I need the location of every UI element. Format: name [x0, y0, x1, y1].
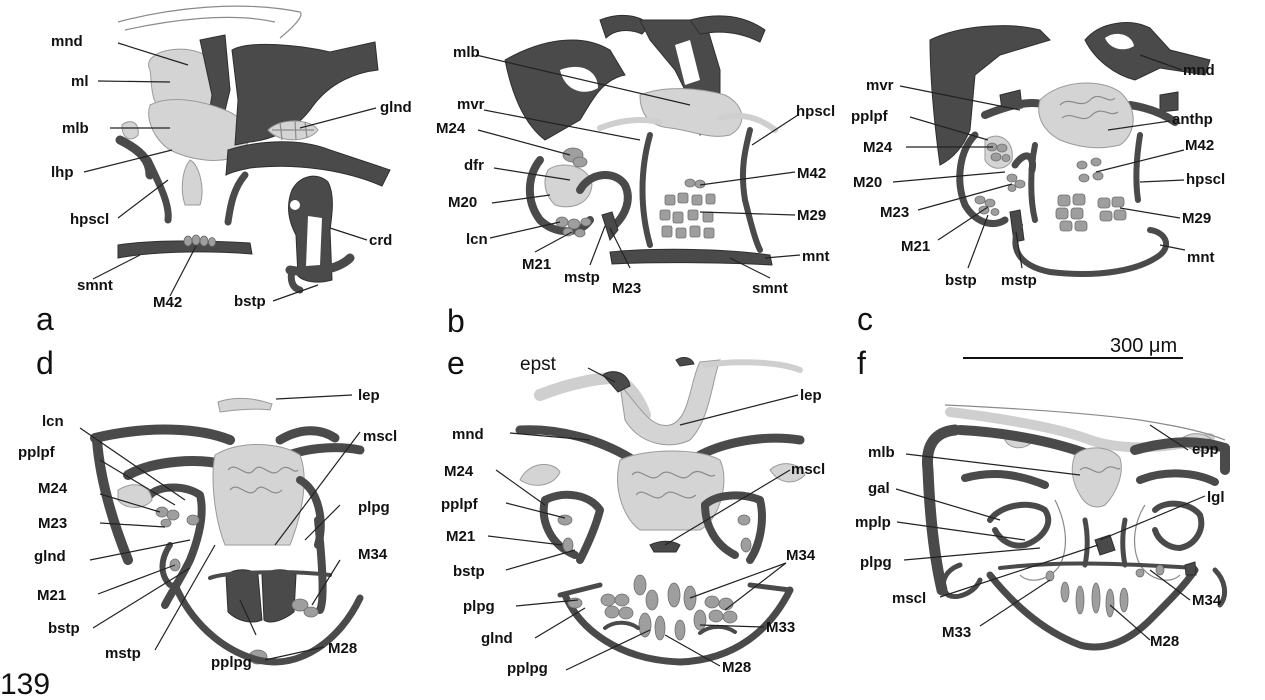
scale-bar: 300 μm — [963, 335, 1183, 358]
label-c-mstp: mstp — [1001, 272, 1037, 289]
panel-d: lep lcn pplpf M24 M23 glnd M21 bstp mstp… — [18, 345, 397, 671]
label-d-mscl: mscl — [363, 428, 397, 445]
label-c-hpscl: hpscl — [1186, 171, 1225, 188]
label-c-M29: M29 — [1182, 210, 1211, 227]
panel-letter-d: d — [36, 345, 54, 381]
label-c-anthp: anthp — [1172, 111, 1213, 128]
label-b-mvr: mvr — [457, 96, 485, 113]
panel-c-drawing — [930, 23, 1210, 274]
label-a-M42: M42 — [153, 294, 182, 311]
label-c-M20: M20 — [853, 174, 882, 191]
label-d-pplpf: pplpf — [18, 444, 56, 461]
panel-a-drawing — [118, 6, 390, 290]
panel-letter-e: e — [447, 345, 465, 381]
panel-c: mnd mvr pplpf anthp M24 M42 M20 hpscl M2… — [851, 23, 1225, 337]
page-number: 139 — [0, 668, 50, 700]
label-a-ml: ml — [71, 73, 89, 90]
label-c-M24: M24 — [863, 139, 893, 156]
label-e-lep: lep — [800, 387, 822, 404]
label-e-bstp: bstp — [453, 563, 485, 580]
label-c-pplpf: pplpf — [851, 108, 889, 125]
label-c-M21: M21 — [901, 238, 930, 255]
label-d-lep: lep — [358, 387, 380, 404]
panel-b-drawing — [505, 15, 775, 265]
panel-letter-b: b — [447, 303, 465, 339]
label-a-glnd: glnd — [380, 99, 412, 116]
label-a-hpscl: hpscl — [70, 211, 109, 228]
label-c-bstp: bstp — [945, 272, 977, 289]
label-a-bstp: bstp — [234, 293, 266, 310]
label-e-M33: M33 — [766, 619, 795, 636]
label-d-plpg: plpg — [358, 499, 390, 516]
label-f-plpg: plpg — [860, 554, 892, 571]
label-f-mlb: mlb — [868, 444, 895, 461]
panel-letter-f: f — [857, 345, 866, 381]
label-c-mvr: mvr — [866, 77, 894, 94]
label-e-mscl: mscl — [791, 461, 825, 478]
label-e-glnd: glnd — [481, 630, 513, 647]
label-e-pplpf: pplpf — [441, 496, 479, 513]
panel-e: epst lep mnd M24 pplpf M21 bstp plpg gln… — [441, 345, 825, 677]
label-d-mstp: mstp — [105, 645, 141, 662]
label-b-M21: M21 — [522, 256, 551, 273]
label-e-pplpg: pplpg — [507, 660, 548, 677]
label-c-M42: M42 — [1185, 137, 1214, 154]
label-e-mnd: mnd — [452, 426, 484, 443]
label-f-mplp: mplp — [855, 514, 891, 531]
label-b-M24: M24 — [436, 120, 466, 137]
label-f-epp: epp — [1192, 441, 1219, 458]
label-b-M42: M42 — [797, 165, 826, 182]
label-d-bstp: bstp — [48, 620, 80, 637]
panel-f: 300 μm — [855, 335, 1225, 650]
label-d-M24: M24 — [38, 480, 68, 497]
label-d-pplpg: pplpg — [211, 654, 252, 671]
label-b-dfr: dfr — [464, 157, 484, 174]
label-b-smnt: smnt — [752, 280, 788, 297]
label-d-glnd: glnd — [34, 548, 66, 565]
label-b-hpscl: hpscl — [796, 103, 835, 120]
label-a-mlb: mlb — [62, 120, 89, 137]
panel-a: mnd ml mlb lhp hpscl smnt M42 bstp crd g… — [36, 6, 412, 337]
panel-f-drawing — [927, 405, 1225, 647]
label-e-plpg: plpg — [463, 598, 495, 615]
label-b-M29: M29 — [797, 207, 826, 224]
panel-letter-c: c — [857, 301, 873, 337]
label-f-mscl: mscl — [892, 590, 926, 607]
label-a-mnd: mnd — [51, 33, 83, 50]
label-a-lhp: lhp — [51, 164, 74, 181]
label-d-M34: M34 — [358, 546, 388, 563]
label-c-M23: M23 — [880, 204, 909, 221]
panel-b: mlb mvr M24 dfr M20 lcn M21 mstp M23 smn… — [436, 15, 835, 339]
label-d-M23: M23 — [38, 515, 67, 532]
label-b-M20: M20 — [448, 194, 477, 211]
panel-e-drawing — [520, 357, 805, 662]
label-f-gal: gal — [868, 480, 890, 497]
label-b-mstp: mstp — [564, 269, 600, 286]
label-f-M33: M33 — [942, 624, 971, 641]
label-f-M34: M34 — [1192, 592, 1222, 609]
label-c-mnt: mnt — [1187, 249, 1215, 266]
panel-d-drawing — [95, 398, 360, 664]
label-b-mlb: mlb — [453, 44, 480, 61]
label-f-M28: M28 — [1150, 633, 1179, 650]
label-e-M28: M28 — [722, 659, 751, 676]
scale-bar-label: 300 μm — [1110, 335, 1177, 357]
label-b-lcn: lcn — [466, 231, 488, 248]
label-d-M21: M21 — [37, 587, 66, 604]
label-c-mnd: mnd — [1183, 62, 1215, 79]
label-b-M23: M23 — [612, 280, 641, 297]
label-f-lgl: lgl — [1207, 489, 1225, 506]
label-a-smnt: smnt — [77, 277, 113, 294]
label-e-epst: epst — [520, 354, 557, 375]
label-e-M34: M34 — [786, 547, 816, 564]
label-a-crd: crd — [369, 232, 392, 249]
label-e-M24: M24 — [444, 463, 474, 480]
panel-letter-a: a — [36, 301, 54, 337]
label-d-lcn: lcn — [42, 413, 64, 430]
label-d-M28: M28 — [328, 640, 357, 657]
label-e-M21: M21 — [446, 528, 475, 545]
label-b-mnt: mnt — [802, 248, 830, 265]
